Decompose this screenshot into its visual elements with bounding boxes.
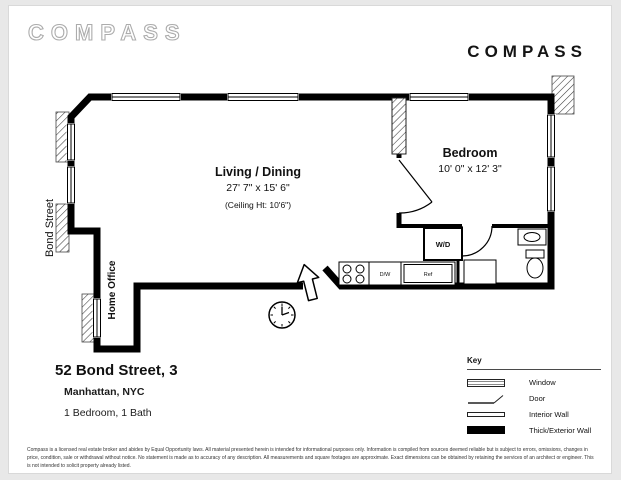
address-line: 52 Bond Street, 3 <box>55 362 178 379</box>
disclaimer-text: Compass is a licensed real estate broker… <box>27 447 594 469</box>
compass-logo-outline: COMPASS <box>27 19 187 45</box>
home-office-label: Home Office <box>107 260 118 319</box>
bathroom-fixtures <box>463 228 547 285</box>
living-dining-dims: 27' 7" x 15' 6" <box>226 182 290 194</box>
address-block: 52 Bond Street, 3 Manhattan, NYC 1 Bedro… <box>55 362 178 419</box>
windows <box>66 92 556 338</box>
refrigerator-label: Ref <box>424 272 433 278</box>
interior-wall-symbol <box>467 412 513 417</box>
refrigerator <box>400 261 456 286</box>
toilet-bowl <box>526 257 544 279</box>
legend-divider <box>467 369 601 370</box>
thick-wall-symbol <box>467 426 513 434</box>
bedroom-wall <box>391 97 407 228</box>
room-labels: Living / Dining 27' 7" x 15' 6" (Ceiling… <box>44 146 502 319</box>
kitchen: D/W Ref <box>338 261 456 286</box>
living-dining-ceiling: (Ceiling Ht: 10'6") <box>225 200 291 210</box>
legend-row-thick-wall: Thick/Exterior Wall <box>467 426 601 435</box>
clock <box>268 301 296 329</box>
living-dining-label: Living / Dining <box>215 165 301 179</box>
legend: Key Window Door Interior Wall Thick/Exte… <box>467 356 601 441</box>
legend-row-window: Window <box>467 378 601 387</box>
bedroom-label: Bedroom <box>443 146 498 160</box>
legend-label: Interior Wall <box>529 410 569 419</box>
address-city: Manhattan, NYC <box>64 386 145 398</box>
sink <box>517 228 547 246</box>
address-beds-baths: 1 Bedroom, 1 Bath <box>64 407 152 419</box>
washer-dryer-label: W/D <box>436 240 451 249</box>
washer-dryer-closet: W/D <box>423 227 463 261</box>
shower <box>463 259 497 285</box>
bond-street-label: Bond Street <box>44 199 56 257</box>
compass-logo-solid: COMPASS <box>467 42 587 61</box>
legend-label: Thick/Exterior Wall <box>529 425 592 435</box>
bedroom-dims: 10' 0" x 12' 3" <box>438 163 502 175</box>
window-symbol <box>467 378 513 387</box>
door-symbol <box>467 394 513 404</box>
toilet-tank <box>525 249 545 259</box>
legend-row-door: Door <box>467 394 601 404</box>
bedroom-door <box>398 159 433 214</box>
legend-title: Key <box>467 356 482 365</box>
legend-label: Window <box>529 378 556 387</box>
exterior-walls <box>67 93 555 353</box>
dishwasher-label: D/W <box>380 272 392 278</box>
legend-label: Door <box>529 394 546 403</box>
entry-arrow <box>296 263 320 302</box>
legend-row-interior-wall: Interior Wall <box>467 410 601 419</box>
